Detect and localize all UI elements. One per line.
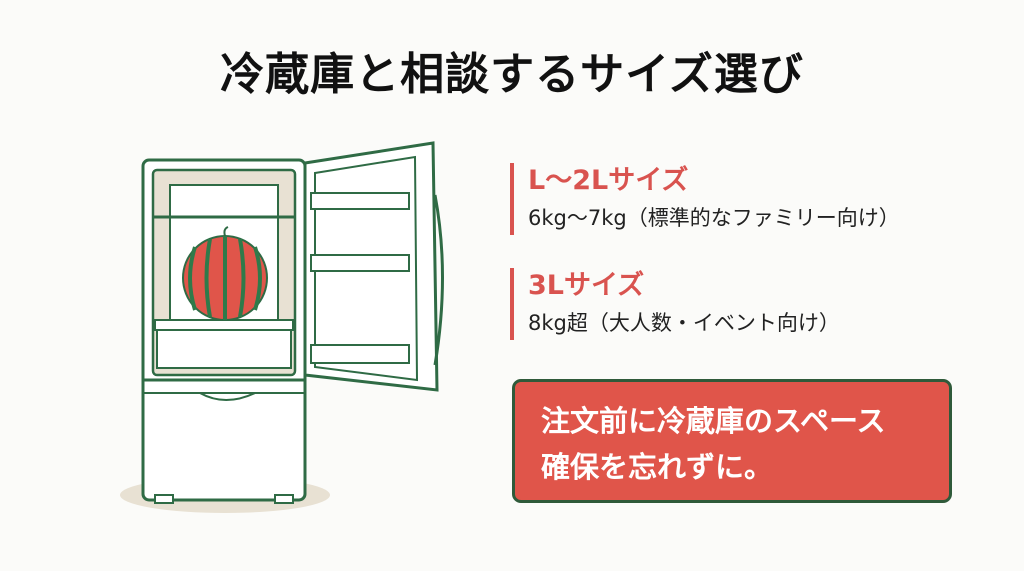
refrigerator-with-watermelon-icon [120,141,444,513]
notice-line-1: 注文前に冷蔵庫のスペース [541,404,886,438]
size-heading: 3Lサイズ [528,270,645,301]
size-option-l-2l: L〜2Lサイズ 6kg〜7kg（標準的なファミリー向け） [510,163,900,235]
size-description: 6kg〜7kg（標準的なファミリー向け） [528,206,900,230]
refrigerator-illustration [115,135,475,525]
size-description: 8kg超（大人数・イベント向け） [528,311,840,335]
notice-line-2: 確保を忘れずに。 [541,450,774,484]
page-title: 冷蔵庫と相談するサイズ選び [220,49,804,100]
size-heading: L〜2Lサイズ [528,165,689,196]
size-option-3l: 3Lサイズ 8kg超（大人数・イベント向け） [510,268,840,340]
notice-box: 注文前に冷蔵庫のスペース 確保を忘れずに。 [512,379,952,503]
